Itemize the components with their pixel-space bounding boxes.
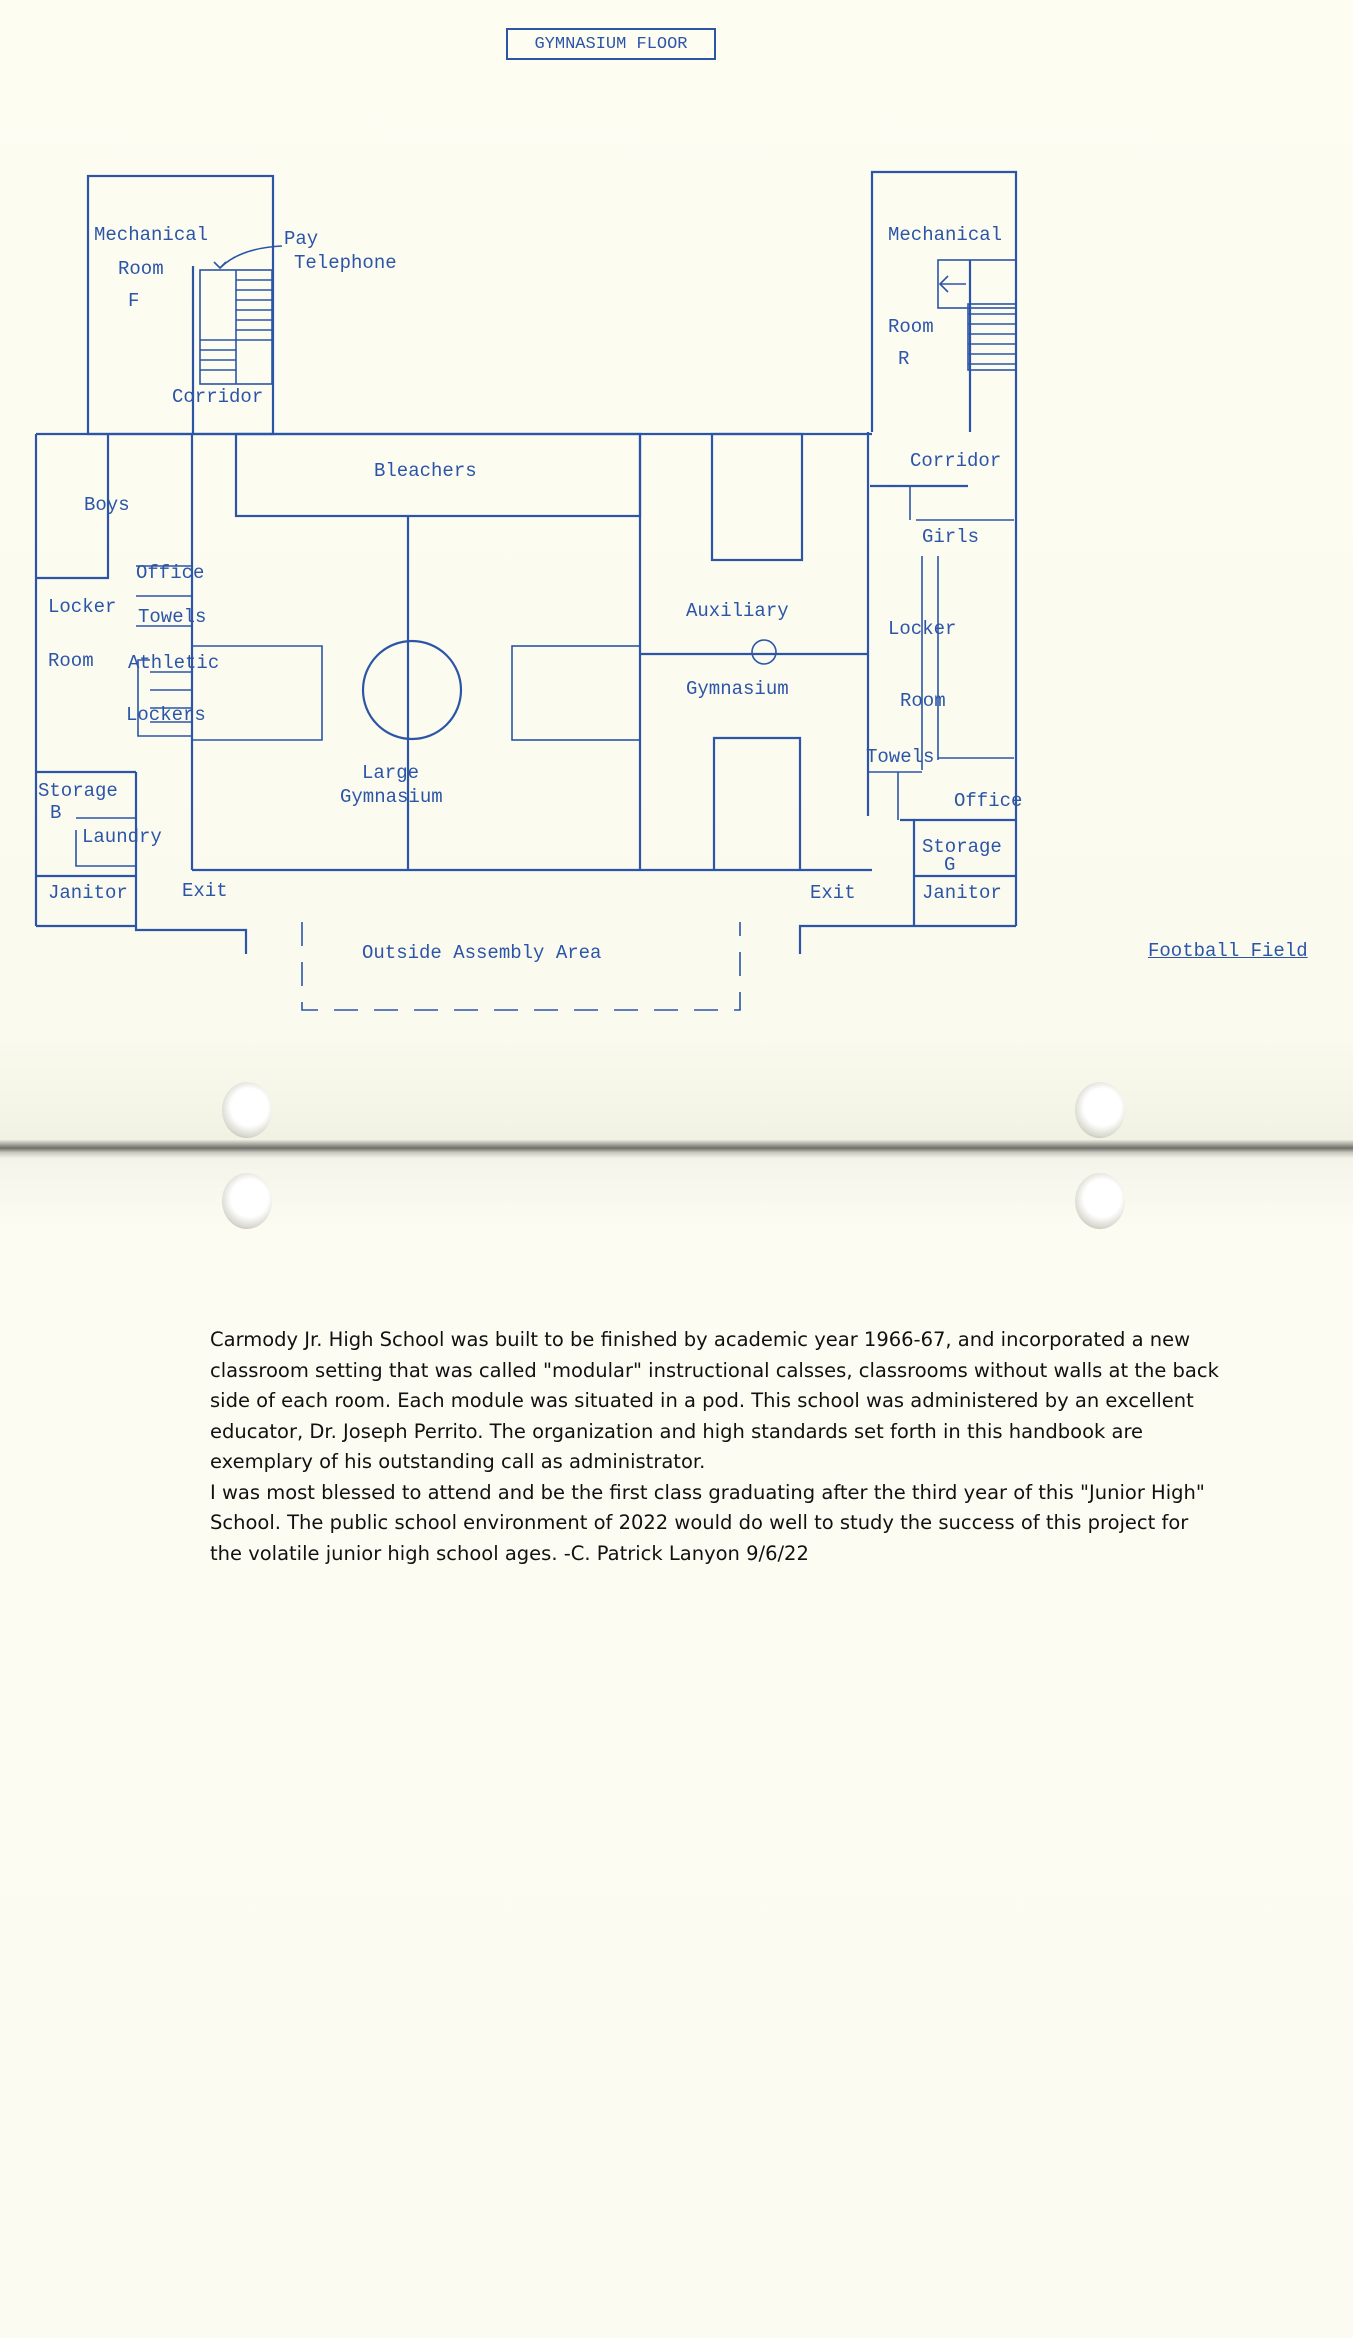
- top-sheet: [0, 0, 1353, 1150]
- label-gymnasium-aux: Gymnasium: [686, 678, 789, 700]
- label-auxiliary: Auxiliary: [686, 600, 789, 622]
- label-storage-g-letter: G: [944, 854, 955, 876]
- right-locker-walls: [866, 432, 1016, 926]
- label-room-left: Room: [118, 258, 164, 280]
- label-outside-assembly: Outside Assembly Area: [362, 942, 601, 964]
- auxiliary-gymnasium-walls: [640, 432, 868, 870]
- label-office-right: Office: [954, 790, 1022, 812]
- label-storage-g: Storage: [922, 836, 1002, 858]
- label-mechanical-left: Mechanical: [94, 224, 208, 246]
- label-exit-right: Exit: [810, 882, 856, 904]
- punch-hole-bottom-left: [222, 1173, 272, 1229]
- label-room-right-letter: R: [898, 348, 909, 370]
- label-athletic: Athletic: [128, 652, 219, 674]
- mechanical-room-right-walls: [870, 170, 1018, 926]
- label-janitor-left: Janitor: [48, 882, 128, 904]
- note-paragraph-2: I was most blessed to attend and be the …: [210, 1480, 1205, 1565]
- label-office-left: Office: [136, 562, 204, 584]
- punch-hole-top-right: [1075, 1082, 1125, 1138]
- label-locker-right: Locker: [888, 618, 956, 640]
- stairs-left: [199, 245, 283, 385]
- label-laundry: Laundry: [82, 826, 162, 848]
- label-room-locker-left: Room: [48, 650, 94, 672]
- label-corridor-right: Corridor: [910, 450, 1001, 472]
- label-large: Large: [362, 762, 419, 784]
- punch-hole-bottom-right: [1075, 1173, 1125, 1229]
- label-exit-left: Exit: [182, 880, 228, 902]
- label-corridor-left: Corridor: [172, 386, 263, 408]
- label-room-locker-right: Room: [900, 690, 946, 712]
- commentary-note: Carmody Jr. High School was built to be …: [210, 1325, 1220, 1569]
- label-room-left-letter: F: [128, 290, 139, 312]
- left-locker-walls: [36, 434, 194, 926]
- label-football-field: Football Field: [1148, 940, 1308, 962]
- label-girls: Girls: [922, 526, 979, 548]
- label-gymnasium-large: Gymnasium: [340, 786, 443, 808]
- label-telephone: Telephone: [294, 252, 397, 274]
- label-towels-right: Towels: [866, 746, 934, 768]
- label-locker-left: Locker: [48, 596, 116, 618]
- label-boys: Boys: [84, 494, 130, 516]
- large-gymnasium-walls: [192, 432, 642, 870]
- note-paragraph-1: Carmody Jr. High School was built to be …: [210, 1328, 1219, 1473]
- label-pay: Pay: [284, 228, 318, 250]
- label-lockers: Lockers: [126, 704, 206, 726]
- label-towels-left: Towels: [138, 606, 206, 628]
- label-room-right: Room: [888, 316, 934, 338]
- label-janitor-right: Janitor: [922, 882, 1002, 904]
- punch-hole-top-left: [222, 1082, 272, 1138]
- label-storage-b: Storage: [38, 780, 118, 802]
- label-bleachers: Bleachers: [374, 460, 477, 482]
- plan-title: GYMNASIUM FLOOR: [506, 28, 716, 60]
- bottom-sheet: [0, 1158, 1353, 2338]
- floor-plan-diagram: Mechanical Room F Pay Telephone Corridor…: [34, 170, 1022, 1011]
- label-storage-b-letter: B: [50, 802, 61, 824]
- page-fold: [0, 1140, 1353, 1158]
- label-mechanical-right: Mechanical: [888, 224, 1002, 246]
- outside-assembly-boundary: [301, 922, 741, 1011]
